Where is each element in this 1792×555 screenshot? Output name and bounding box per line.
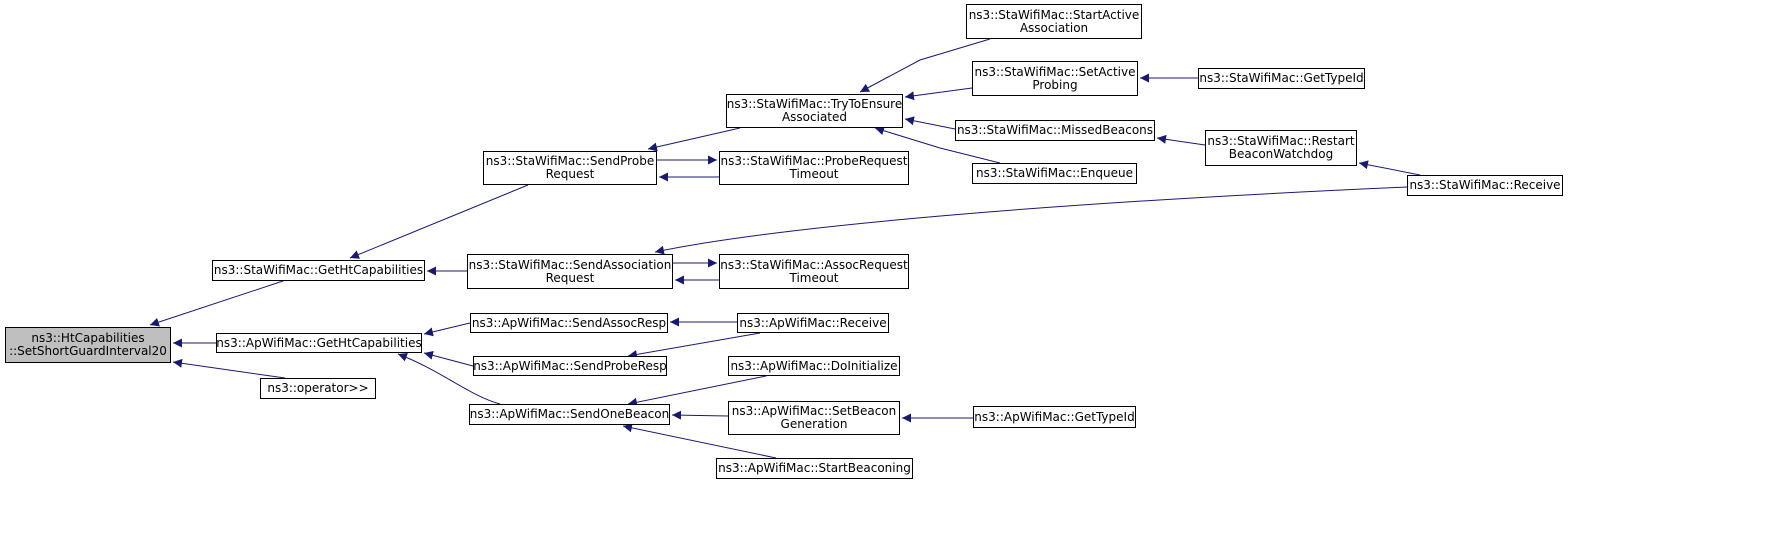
node-ap-receive[interactable]: ns3::ApWifiMac::Receive xyxy=(737,313,889,333)
node-label-line: Probing xyxy=(1032,77,1078,92)
node-label-line: Generation xyxy=(780,417,848,431)
node-label-line: Request xyxy=(545,270,595,285)
node-label-line: ns3::StaWifiMac::GetHtCapabilities xyxy=(213,263,424,277)
edge-ap-receive-to-ap-send-probe-resp xyxy=(627,332,761,359)
node-label-line: ns3::operator>> xyxy=(267,381,369,395)
node-label-line: ns3::StaWifiMac::Receive xyxy=(1409,178,1561,192)
edge-layer xyxy=(149,38,1421,459)
edge-sta-get-ht-to-root xyxy=(149,280,284,327)
node-label-line: Request xyxy=(545,167,595,181)
node-label-line: Timeout xyxy=(789,167,839,181)
node-label-line: ns3::ApWifiMac::SendProbeResp xyxy=(473,358,667,373)
node-label-line: ns3::ApWifiMac::Receive xyxy=(739,315,887,330)
node-sta-get-typeid[interactable]: ns3::StaWifiMac::GetTypeId xyxy=(1198,68,1365,89)
node-ap-send-probe-resp[interactable]: ns3::ApWifiMac::SendProbeResp xyxy=(473,356,667,376)
edge-sta-missed-to-sta-try-ensure xyxy=(904,116,956,130)
node-sta-receive[interactable]: ns3::StaWifiMac::Receive xyxy=(1407,175,1563,196)
node-label-line: ns3::StaWifiMac::SetActive xyxy=(974,64,1136,79)
node-ap-send-assoc-resp[interactable]: ns3::ApWifiMac::SendAssocResp xyxy=(470,313,668,333)
edge-sta-start-active-to-sta-try-ensure xyxy=(859,38,991,93)
node-label-line: ns3::ApWifiMac::GetHtCapabilities xyxy=(216,335,422,350)
node-ap-get-typeid[interactable]: ns3::ApWifiMac::GetTypeId xyxy=(973,406,1136,428)
node-label-line: ns3::StaWifiMac::MissedBeacons xyxy=(956,123,1154,137)
node-ap-start-beaconing[interactable]: ns3::ApWifiMac::StartBeaconing xyxy=(716,458,913,479)
edge-ap-start-beaconing-to-ap-send-beacon xyxy=(622,423,777,459)
node-label-line: ns3::StaWifiMac::Enqueue xyxy=(976,166,1133,180)
node-label-line: ns3::ApWifiMac::StartBeaconing xyxy=(718,461,911,475)
node-label-line: ns3::StaWifiMac::TryToEnsure xyxy=(726,97,903,111)
node-root: ns3::HtCapabilities::SetShortGuardInterv… xyxy=(5,327,171,363)
node-label-line: ns3::ApWifiMac::SetBeacon xyxy=(731,404,897,418)
edge-sta-receive-to-sta-restart xyxy=(1358,160,1421,176)
node-label-line: ns3::StaWifiMac::AssocRequest xyxy=(720,257,908,272)
edge-sta-enqueue-to-sta-try-ensure xyxy=(874,126,1001,164)
edge-op-shift-to-root xyxy=(172,358,286,379)
node-label-line: ns3::ApWifiMac::DoInitialize xyxy=(730,358,898,373)
node-label-line: ::SetShortGuardInterval20 xyxy=(9,344,167,358)
edge-ap-set-beacon-to-ap-send-beacon xyxy=(671,410,729,420)
edge-sta-try-ensure-to-sta-send-probe xyxy=(647,127,741,152)
edge-sta-send-probe-to-sta-get-ht xyxy=(349,184,529,259)
node-label-line: ns3::ApWifiMac::GetTypeId xyxy=(974,409,1135,424)
edge-sta-set-active-to-sta-try-ensure xyxy=(904,87,973,101)
node-label-line: ns3::StaWifiMac::ProbeRequest xyxy=(720,154,908,168)
node-ap-send-beacon[interactable]: ns3::ApWifiMac::SendOneBeacon xyxy=(469,404,670,425)
node-label-line: Associated xyxy=(781,110,848,124)
node-label-line: ns3::ApWifiMac::SendAssocResp xyxy=(471,315,667,330)
node-label-line: ns3::HtCapabilities xyxy=(31,331,145,345)
edge-ap-do-init-to-ap-send-beacon xyxy=(627,375,767,407)
node-ap-get-ht[interactable]: ns3::ApWifiMac::GetHtCapabilities xyxy=(216,333,422,353)
node-sta-missed[interactable]: ns3::StaWifiMac::MissedBeacons xyxy=(955,120,1155,141)
node-label-line: ns3::StaWifiMac::SendAssociation xyxy=(468,257,672,272)
edge-sta-restart-to-sta-missed xyxy=(1156,134,1206,146)
edge-sta-receive-to-sta-send-assoc xyxy=(654,186,1408,255)
node-label-line: ns3::ApWifiMac::SendOneBeacon xyxy=(469,407,670,421)
node-sta-get-ht[interactable]: ns3::StaWifiMac::GetHtCapabilities xyxy=(212,260,425,281)
edge-ap-send-assoc-resp-to-ap-get-ht xyxy=(423,322,471,337)
node-label-line: ns3::StaWifiMac::SendProbe xyxy=(485,154,655,168)
node-sta-enqueue[interactable]: ns3::StaWifiMac::Enqueue xyxy=(972,163,1137,184)
node-label-line: BeaconWatchdog xyxy=(1228,147,1334,161)
node-ap-do-init[interactable]: ns3::ApWifiMac::DoInitialize xyxy=(728,356,900,376)
edge-ap-send-probe-resp-to-ap-get-ht xyxy=(423,350,474,367)
node-label-line: ns3::StaWifiMac::Restart xyxy=(1207,134,1355,148)
node-label-line: Timeout xyxy=(789,270,839,285)
node-label-line: ns3::StaWifiMac::StartActive xyxy=(968,7,1140,22)
node-op-shift[interactable]: ns3::operator>> xyxy=(260,378,376,399)
edge-ap-send-beacon-to-ap-get-ht xyxy=(397,353,501,405)
node-label-line: ns3::StaWifiMac::GetTypeId xyxy=(1199,71,1364,85)
node-label-line: Association xyxy=(1019,20,1089,35)
